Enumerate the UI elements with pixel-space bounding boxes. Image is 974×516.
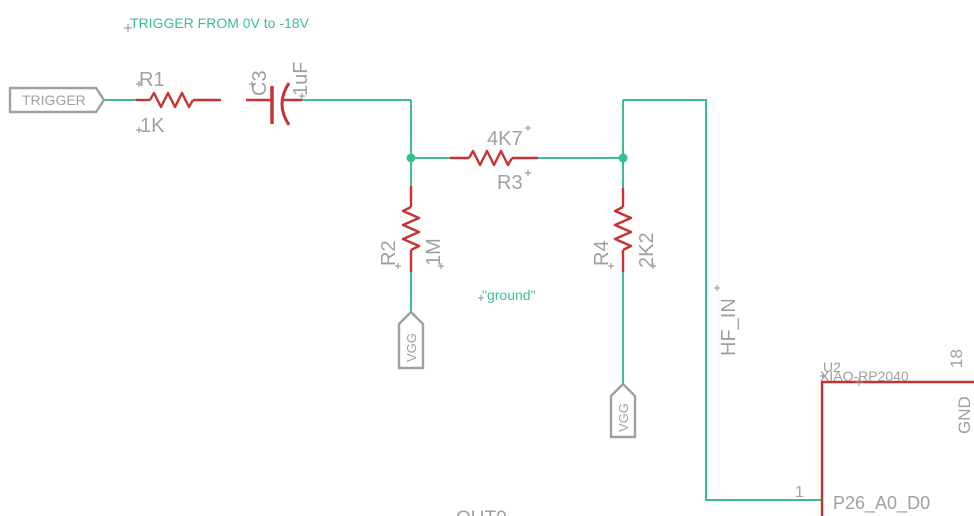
wires	[104, 99, 974, 501]
r4-name: R4	[591, 240, 613, 266]
trigger-port-flag[interactable]	[8, 86, 106, 114]
note-trigger-range: TRIGGER FROM 0V to -18V	[130, 15, 310, 31]
net-hf-in-label: HF_IN	[718, 298, 740, 356]
c3-name: C3	[249, 70, 271, 96]
junction-dot-b	[618, 153, 628, 163]
r4-value: 2K2	[636, 232, 658, 268]
u2-name: U2	[823, 359, 841, 375]
resistor-r1-symbol[interactable]	[136, 91, 221, 109]
resistor-r3-symbol[interactable]	[450, 149, 538, 167]
r1-name: R1	[139, 69, 165, 91]
resistor-r2-symbol[interactable]	[401, 186, 421, 272]
vgg-right-label: VGG	[616, 403, 631, 432]
wire-hf-in[interactable]	[623, 99, 822, 501]
trigger-port-label: TRIGGER	[22, 92, 86, 108]
vgg-left-label: VGG	[404, 333, 419, 362]
port-symbols	[8, 86, 637, 439]
r2-name: R2	[378, 240, 400, 266]
u2-body[interactable]	[820, 380, 974, 516]
vgg-right-port-flag[interactable]	[609, 382, 637, 439]
vgg-left-port-flag[interactable]	[397, 310, 425, 370]
u2-pin-gnd-name: GND	[955, 396, 974, 434]
c3-value: 1uF	[290, 62, 312, 96]
r3-name: R3	[497, 172, 523, 194]
origin-crosses	[124, 24, 863, 386]
r2-value: 1M	[423, 238, 445, 266]
junction-dot-a	[406, 153, 416, 163]
u2-pin-1-name: P26_A0_D0	[833, 493, 930, 514]
u2-pin-1-number: 1	[795, 484, 804, 501]
r1-value: 1K	[140, 115, 165, 137]
capacitor-c3-symbol[interactable]	[246, 82, 302, 126]
labels: TRIGGER FROM 0V to -18V TRIGGER R1 1K C3…	[22, 15, 974, 516]
note-ground: "ground"	[482, 287, 536, 303]
partial-out0-label: OUT0	[456, 508, 507, 516]
resistor-r4-symbol[interactable]	[613, 188, 633, 272]
r3-value: 4K7	[487, 128, 523, 150]
u2-pin-gnd-number: 18	[947, 349, 966, 368]
component-symbols	[136, 82, 974, 516]
u2-value: XIAO-RP2040	[820, 368, 909, 384]
